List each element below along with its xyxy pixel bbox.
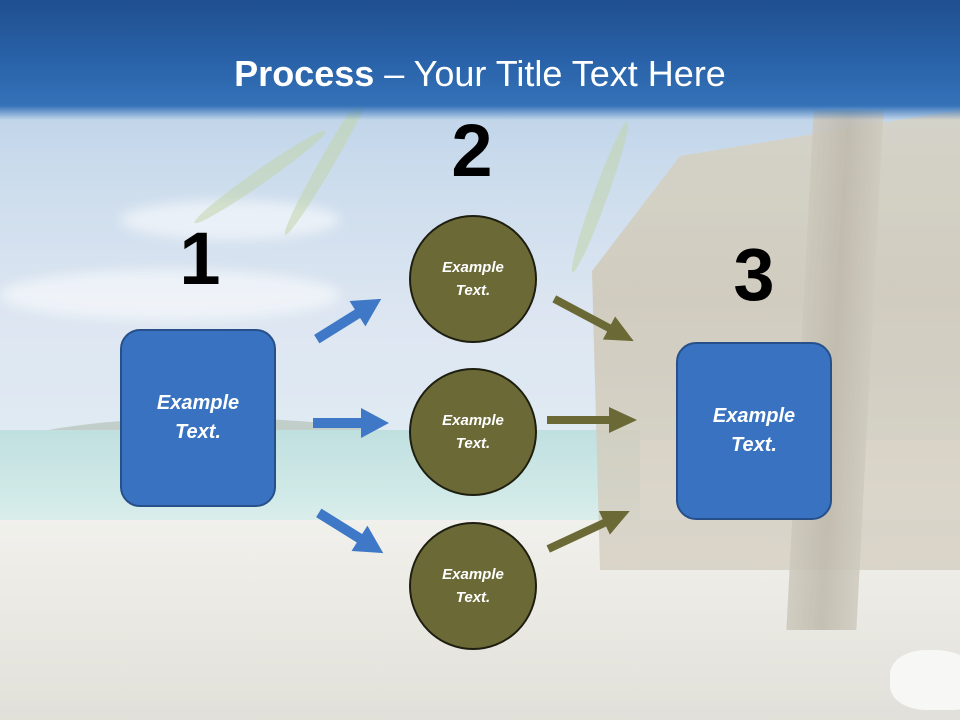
- step2-circle-middle-text: Example Text.: [442, 412, 504, 452]
- step2-circle-middle: Example Text.: [409, 368, 537, 496]
- step2-circle-top: Example Text.: [409, 215, 537, 343]
- title-rest: – Your Title Text Here: [374, 53, 726, 94]
- background-cloud: [0, 270, 340, 320]
- step2-circle-bottom: Example Text.: [409, 522, 537, 650]
- background-rock: [890, 650, 960, 710]
- step3-box: Example Text.: [676, 342, 832, 520]
- step-number-1: 1: [179, 217, 221, 300]
- step-number-3: 3: [733, 233, 775, 316]
- step-number-2: 2: [451, 109, 493, 192]
- arrow-olive-right: [547, 407, 637, 433]
- step2-circle-top-text: Example Text.: [442, 259, 504, 299]
- title-bar: [0, 0, 960, 120]
- arrow-blue-down: [316, 508, 384, 554]
- arrow-olive-down: [552, 295, 634, 342]
- arrow-blue-up: [314, 298, 382, 344]
- step1-box: Example Text.: [120, 329, 276, 507]
- title-bold: Process: [234, 53, 375, 94]
- step2-circle-bottom-text: Example Text.: [442, 566, 504, 606]
- slide-title: Process – Your Title Text Here: [0, 52, 960, 96]
- step3-text: Example Text.: [712, 405, 796, 456]
- step1-text: Example Text.: [156, 392, 240, 443]
- arrow-olive-up: [546, 510, 630, 553]
- arrow-blue-right: [313, 408, 389, 438]
